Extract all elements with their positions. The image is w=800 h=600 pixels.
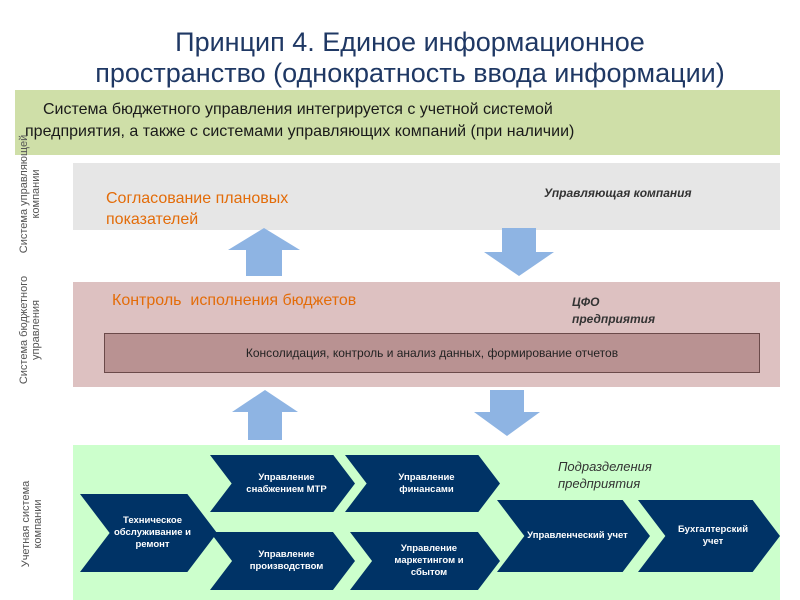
chevron-label: Управление финансами: [398, 471, 455, 495]
chevron-management-accounting: Управленческий учет: [497, 500, 650, 572]
cfo-label: ЦФО предприятия: [572, 294, 655, 328]
chevron-shape: [638, 500, 780, 572]
chevron-shape: [497, 500, 650, 572]
chevron-label: Управленческий учет: [527, 530, 628, 541]
chevron-label: Техническое обслуживание и ремонт: [113, 515, 192, 550]
chevron-finance: Управление финансами: [345, 455, 500, 512]
slide-title: Принцип 4. Единое информационное простра…: [0, 27, 800, 89]
cfo-line-2: предприятия: [572, 312, 656, 326]
chevron-shape: [80, 494, 217, 572]
chevron-shape: [345, 455, 500, 512]
departments-line-1: Подразделения: [558, 459, 652, 474]
arrow-up-icon: [228, 228, 300, 276]
banner-line-1: Система бюджетного управления интегрируе…: [43, 101, 553, 118]
chevron-shape: [350, 532, 500, 590]
chevron-label: Управление производством: [249, 549, 324, 572]
arrow-up-icon: [232, 390, 298, 440]
departments-label: Подразделения предприятия: [558, 458, 652, 492]
chevron-shape: [210, 532, 355, 590]
management-company-label: Управляющая компания: [544, 186, 692, 200]
banner: Система бюджетного управления интегрируе…: [15, 90, 780, 155]
side-label-bottom: Учетная система компании: [20, 480, 44, 568]
banner-line-2: предприятия, а также с системами управля…: [25, 123, 575, 140]
side-label-top: Система управляющей компании: [18, 134, 42, 254]
chevron-label: Управление маркетингом и сбытом: [394, 543, 464, 578]
title-line-2: пространство (однократность ввода информ…: [95, 58, 725, 88]
chevron-label: Бухгалтерский учет: [677, 524, 749, 547]
chevron-bookkeeping: Бухгалтерский учет: [638, 500, 780, 572]
cfo-line-1: ЦФО: [572, 295, 600, 309]
side-label-middle: Система бюджетного управления: [18, 275, 42, 385]
arrow-down-icon: [474, 390, 540, 436]
chevron-marketing: Управление маркетингом и сбытом: [350, 532, 500, 590]
departments-line-2: предприятия: [558, 476, 641, 491]
chevron-shape: [210, 455, 355, 512]
chevron-production: Управление производством: [210, 532, 355, 590]
chevron-maintenance: Техническое обслуживание и ремонт: [80, 494, 217, 572]
consolidation-box: Консолидация, контроль и анализ данных, …: [104, 333, 760, 373]
arrow-down-icon: [484, 228, 554, 276]
chevron-supply: Управление снабжением МТР: [210, 455, 355, 512]
management-band: [73, 163, 780, 230]
budget-control-label: Контроль исполнения бюджетов: [112, 292, 357, 309]
title-line-1: Принцип 4. Единое информационное: [175, 27, 645, 57]
chevron-label: Управление снабжением МТР: [246, 471, 327, 495]
planning-approval-label: Согласование плановых показателей: [106, 190, 289, 228]
